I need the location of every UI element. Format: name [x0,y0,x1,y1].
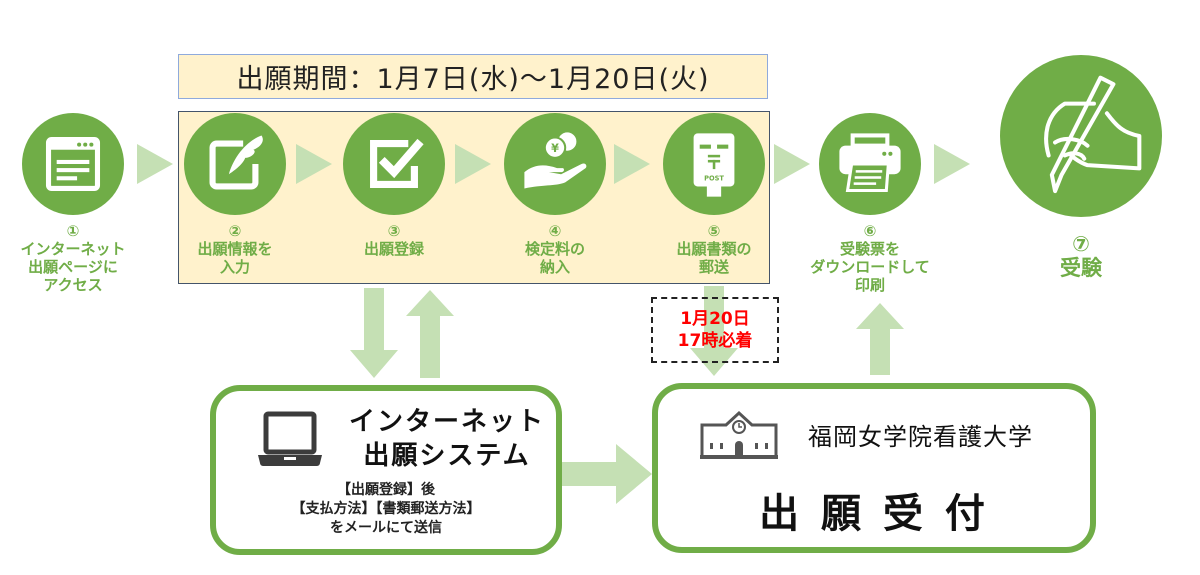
checkbox-icon [370,138,424,188]
system-note-line3: をメールにて送信 [330,520,442,536]
step-4-line: 納入 [539,258,570,276]
step-5-circle: POST [663,113,765,215]
step-3-line: 出願登録 [363,240,424,258]
step-7-line: 受験 [1060,256,1102,280]
step-6-line: 印刷 [854,276,885,294]
school-building-icon [700,410,778,459]
postbox-icon: POST [693,133,735,197]
print-arrow [856,303,904,375]
step-5-number: ⑤ [707,222,721,240]
arrow-up-icon [406,290,454,378]
application-period-banner: 出願期間：1月7日(水)〜1月20日(火) [178,54,768,99]
step-6-label: ⑥ 受験票を ダウンロードして 印刷 [790,222,950,294]
step-2-line: 出願情報を [197,240,273,258]
step-3-label: ③ 出願登録 [314,222,474,258]
step-1-circle [22,113,124,215]
step-4-label: ④ 検定料の 納入 [475,222,635,276]
arrow-right-icon [560,444,652,504]
step-5-line: 郵送 [698,258,729,276]
step-1-line: アクセス [43,276,103,294]
step-4-number: ④ [548,222,562,240]
arrow-down-icon [690,286,738,376]
step-7-number: ⑦ [1072,232,1090,256]
arrow-down-icon [350,288,398,378]
hand-writing-icon [1044,75,1142,194]
browser-icon [45,136,101,192]
university-reception-box: 福岡女学院看護大学 出 願 受 付 [652,383,1096,553]
internet-application-system-box: インターネット 出願システム 【出願登録】後 【支払方法】【書類郵送方法】 をメ… [210,385,562,555]
system-title-line2: 出願システム [363,441,531,471]
step-1-line: 出願ページに [28,258,118,276]
step-7-circle [1000,55,1162,217]
step-5-line: 出願書類の [676,240,752,258]
step-2-number: ② [228,222,242,240]
mail-arrow [690,286,738,376]
registration-arrows [350,288,454,378]
deadline-time: 17時必着 [677,331,753,351]
step-1-line: インターネット [20,240,126,258]
step-5-label: ⑤ 出願書類の 郵送 [634,222,794,276]
step-6-number: ⑥ [863,222,877,240]
step-2-circle [184,113,286,215]
arrow-up-icon [856,303,904,375]
edit-pen-icon [209,135,263,190]
svg-text:¥: ¥ [551,142,559,155]
system-to-university-arrow [560,444,652,504]
arrow-right-icon [774,144,810,184]
step-3-circle [343,113,445,215]
arrow-right-icon [137,144,173,184]
arrow-right-icon [614,144,650,184]
step-6-circle [819,113,921,215]
step-4-line: 検定料の [524,240,585,258]
step-6-line: 受験票を [839,240,900,258]
deadline-notice: 1月20日 17時必着 [651,297,779,363]
step-3-number: ③ [387,222,401,240]
system-title-line1: インターネット [348,407,545,437]
step-7-label: ⑦ 受験 [1001,232,1161,280]
step-2-line: 入力 [219,258,250,276]
arrow-right-icon [455,144,491,184]
postbox-post-text: POST [704,174,724,182]
university-name: 福岡女学院看護大学 [808,423,1033,451]
printer-icon [839,133,901,193]
yen-coin-hand-icon: ¥ [524,132,587,189]
step-6-line: ダウンロードして [810,258,930,276]
application-reception-title: 出 願 受 付 [759,491,989,537]
system-note-line2: 【支払方法】【書類郵送方法】 [291,501,481,517]
arrow-right-icon [296,144,332,184]
deadline-date: 1月20日 [680,309,750,329]
application-period-text: 出願期間：1月7日(水)〜1月20日(火) [236,64,710,95]
laptop-icon [258,411,322,466]
step-1-number: ① [66,222,80,240]
arrow-right-icon [934,144,970,184]
step-1-label: ① インターネット 出願ページに アクセス [0,222,153,294]
system-note-line1: 【出願登録】後 [337,482,435,498]
step-4-circle: ¥ [504,113,606,215]
step-2-label: ② 出願情報を 入力 [155,222,315,276]
